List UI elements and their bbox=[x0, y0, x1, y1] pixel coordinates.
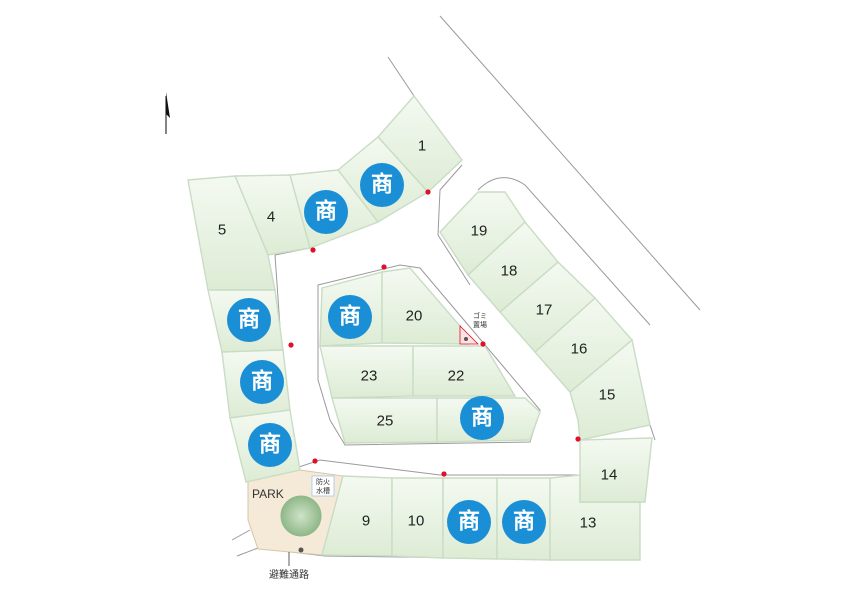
commercial-badge: 商 bbox=[248, 423, 292, 467]
lot-label-9: 9 bbox=[362, 513, 370, 530]
svg-text:商: 商 bbox=[471, 405, 493, 431]
lot-20[interactable] bbox=[381, 267, 470, 345]
svg-text:商: 商 bbox=[513, 509, 535, 535]
lot-label-5: 5 bbox=[218, 222, 226, 239]
water-tank-label-2: 水槽 bbox=[316, 486, 330, 495]
water-tank-label-1: 防火 bbox=[316, 477, 330, 486]
lot-label-4: 4 bbox=[267, 209, 275, 226]
lot-label-18: 18 bbox=[501, 263, 518, 280]
svg-text:商: 商 bbox=[339, 304, 361, 330]
north-arrow-icon bbox=[165, 92, 170, 134]
commercial-badge: 商 bbox=[304, 190, 348, 234]
lot-label-1: 1 bbox=[418, 138, 426, 155]
commercial-badge: 商 bbox=[328, 295, 372, 339]
svg-text:商: 商 bbox=[371, 172, 393, 198]
lot-label-15: 15 bbox=[599, 387, 616, 404]
lot-label-19: 19 bbox=[471, 223, 488, 240]
lot-label-22: 22 bbox=[448, 368, 465, 385]
lot-label-17: 17 bbox=[536, 302, 553, 319]
lot-label-16: 16 bbox=[571, 341, 588, 358]
garbage-label-2: 置場 bbox=[473, 320, 487, 329]
evacuation-route: 避難通路 bbox=[269, 552, 309, 581]
svg-text:商: 商 bbox=[251, 369, 273, 395]
svg-text:商: 商 bbox=[259, 432, 281, 458]
svg-text:商: 商 bbox=[238, 307, 260, 333]
commercial-badge: 商 bbox=[502, 500, 546, 544]
commercial-badge: 商 bbox=[227, 298, 271, 342]
lot-label-20: 20 bbox=[406, 308, 423, 325]
lot-numbers: 1 4 5 9 10 13 14 15 16 17 18 19 20 22 23… bbox=[218, 138, 618, 532]
commercial-badge: 商 bbox=[360, 163, 404, 207]
svg-text:商: 商 bbox=[315, 199, 337, 225]
inner-block-outline bbox=[317, 264, 541, 446]
lot-label-23: 23 bbox=[361, 368, 378, 385]
garbage-area: ゴミ 置場 bbox=[459, 311, 487, 345]
lot-label-25: 25 bbox=[377, 413, 394, 430]
lot-14[interactable] bbox=[579, 437, 653, 503]
lot-19[interactable] bbox=[439, 191, 526, 277]
lot-label-14: 14 bbox=[601, 467, 618, 484]
boundary-markers bbox=[288, 189, 581, 477]
commercial-badges: 商 商 商 商 商 商 商 商 商 bbox=[227, 163, 546, 544]
commercial-badge: 商 bbox=[240, 360, 284, 404]
svg-text:商: 商 bbox=[458, 509, 480, 535]
commercial-badge: 商 bbox=[460, 396, 504, 440]
evacuation-route-label: 避難通路 bbox=[269, 568, 309, 581]
garbage-label-1: ゴミ bbox=[473, 311, 487, 320]
commercial-badge: 商 bbox=[447, 500, 491, 544]
lot-22[interactable] bbox=[412, 345, 517, 397]
lot-label-10: 10 bbox=[408, 513, 425, 530]
lot-5[interactable] bbox=[187, 175, 276, 291]
park-label: PARK bbox=[252, 487, 284, 501]
lot-label-13: 13 bbox=[580, 515, 597, 532]
